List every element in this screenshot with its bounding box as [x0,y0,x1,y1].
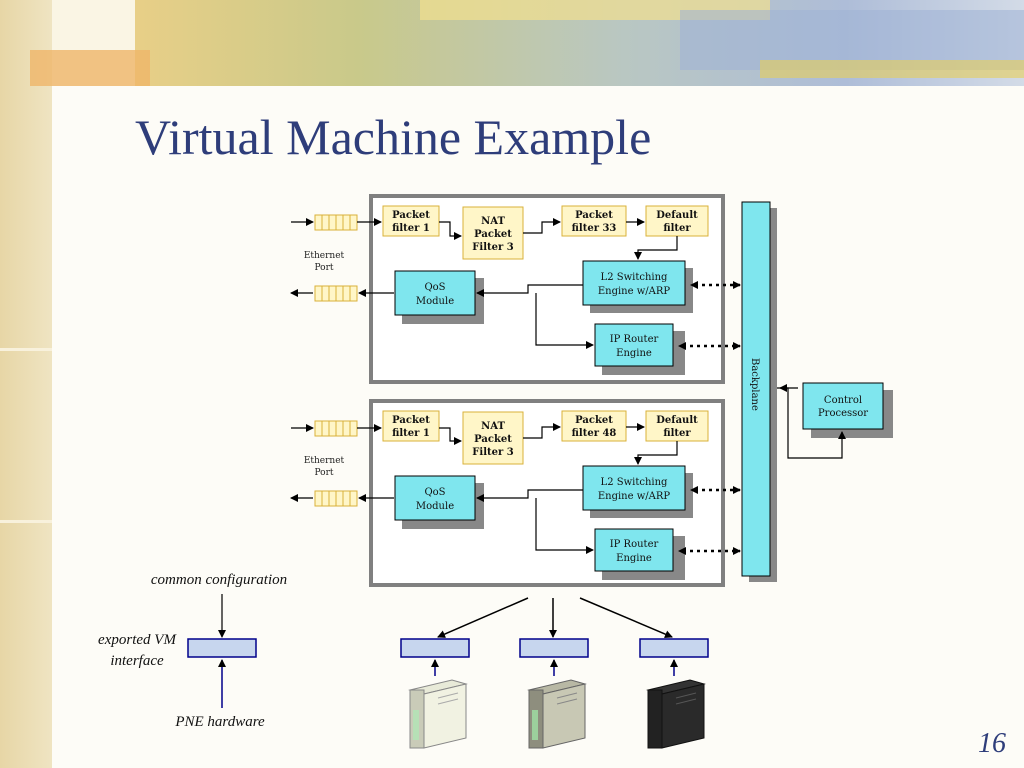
svg-text:Filter 3: Filter 3 [472,242,513,253]
ethernet-port-label-line2: Port [314,468,333,478]
svg-text:Engine: Engine [616,348,652,359]
svg-text:Packet: Packet [392,415,430,426]
l2-switching-engine: L2 Switching Engine w/ARP [582,260,693,313]
backplane-label: Backplane [749,358,760,411]
svg-text:filter: filter [663,428,691,439]
svg-text:IP Router: IP Router [610,334,659,345]
ingress-queue-icon [314,214,358,231]
exported-vm-interface-label-line2: interface [110,653,164,669]
exported-vm-interface-legend-box [187,638,257,658]
vm-interface-box-1 [400,638,470,658]
packet-filter-n: Packet filter 33 [561,205,627,237]
svg-text:Default: Default [656,210,698,221]
svg-text:Module: Module [416,296,454,307]
egress-queue-icon [314,285,358,302]
default-filter: Default filter [645,205,709,237]
l2-switching-engine: L2 Switching Engine w/ARP [582,465,693,518]
vm-instance-bottom: Ethernet Port Packet filter 1 NAT Packet… [290,399,741,587]
fanout-arrow-left [437,597,529,638]
ethernet-port-label-line2: Port [314,263,333,273]
svg-text:NAT: NAT [481,216,505,227]
svg-text:filter 48: filter 48 [572,428,617,439]
control-processor-line2: Processor [818,408,868,419]
nat-packet-filter: NAT Packet Filter 3 [462,206,524,260]
backplane: Backplane [741,201,777,582]
svg-text:Engine w/ARP: Engine w/ARP [598,286,671,297]
vm-interface-box-3 [639,638,709,658]
svg-text:filter: filter [663,223,691,234]
packet-filter-1: Packet filter 1 [382,205,440,237]
exported-vm-interface-label-line1: exported VM [98,632,177,648]
left-texture-strip [0,0,52,768]
slide-title: Virtual Machine Example [135,109,652,165]
packet-filter-n: Packet filter 48 [561,410,627,442]
svg-text:Packet: Packet [575,210,613,221]
pne-hardware-label: PNE hardware [174,714,265,730]
svg-text:Packet: Packet [575,415,613,426]
vm-interface-box-2 [519,638,589,658]
svg-text:Packet: Packet [392,210,430,221]
ethernet-port-label-line1: Ethernet [304,251,345,261]
default-filter: Default filter [645,410,709,442]
svg-text:NAT: NAT [481,421,505,432]
svg-text:Filter 3: Filter 3 [472,447,513,458]
svg-text:Engine: Engine [616,553,652,564]
svg-text:IP Router: IP Router [610,539,659,550]
svg-text:filter 1: filter 1 [392,223,430,234]
svg-text:Module: Module [416,501,454,512]
egress-queue-icon [314,490,358,507]
nat-packet-filter: NAT Packet Filter 3 [462,411,524,465]
server-tower-icon [408,679,468,749]
svg-text:Packet: Packet [474,434,512,445]
common-configuration-label: common configuration [151,572,287,588]
packet-filter-1: Packet filter 1 [382,410,440,442]
svg-text:L2 Switching: L2 Switching [601,272,668,283]
svg-text:Default: Default [656,415,698,426]
svg-text:filter 33: filter 33 [572,223,617,234]
svg-text:QoS: QoS [424,282,445,293]
svg-text:QoS: QoS [424,487,445,498]
svg-text:Packet: Packet [474,229,512,240]
control-processor-line1: Control [824,395,862,406]
ethernet-port-label-line1: Ethernet [304,456,345,466]
qos-module: QoS Module [394,475,484,529]
page-number: 16 [978,728,1006,759]
svg-text:L2 Switching: L2 Switching [601,477,668,488]
ip-router-engine: IP Router Engine [594,528,685,580]
control-processor: Control Processor [802,382,893,438]
svg-text:Engine w/ARP: Engine w/ARP [598,491,671,502]
qos-module: QoS Module [394,270,484,324]
svg-text:filter 1: filter 1 [392,428,430,439]
vm-instance-top: Ethernet Port Packet filter 1 NAT [290,194,741,384]
server-tower-icon [527,679,587,749]
ip-router-engine: IP Router Engine [594,323,685,375]
fanout-arrow-right [579,597,673,638]
server-tower-icon [646,679,706,749]
ingress-queue-icon [314,420,358,437]
